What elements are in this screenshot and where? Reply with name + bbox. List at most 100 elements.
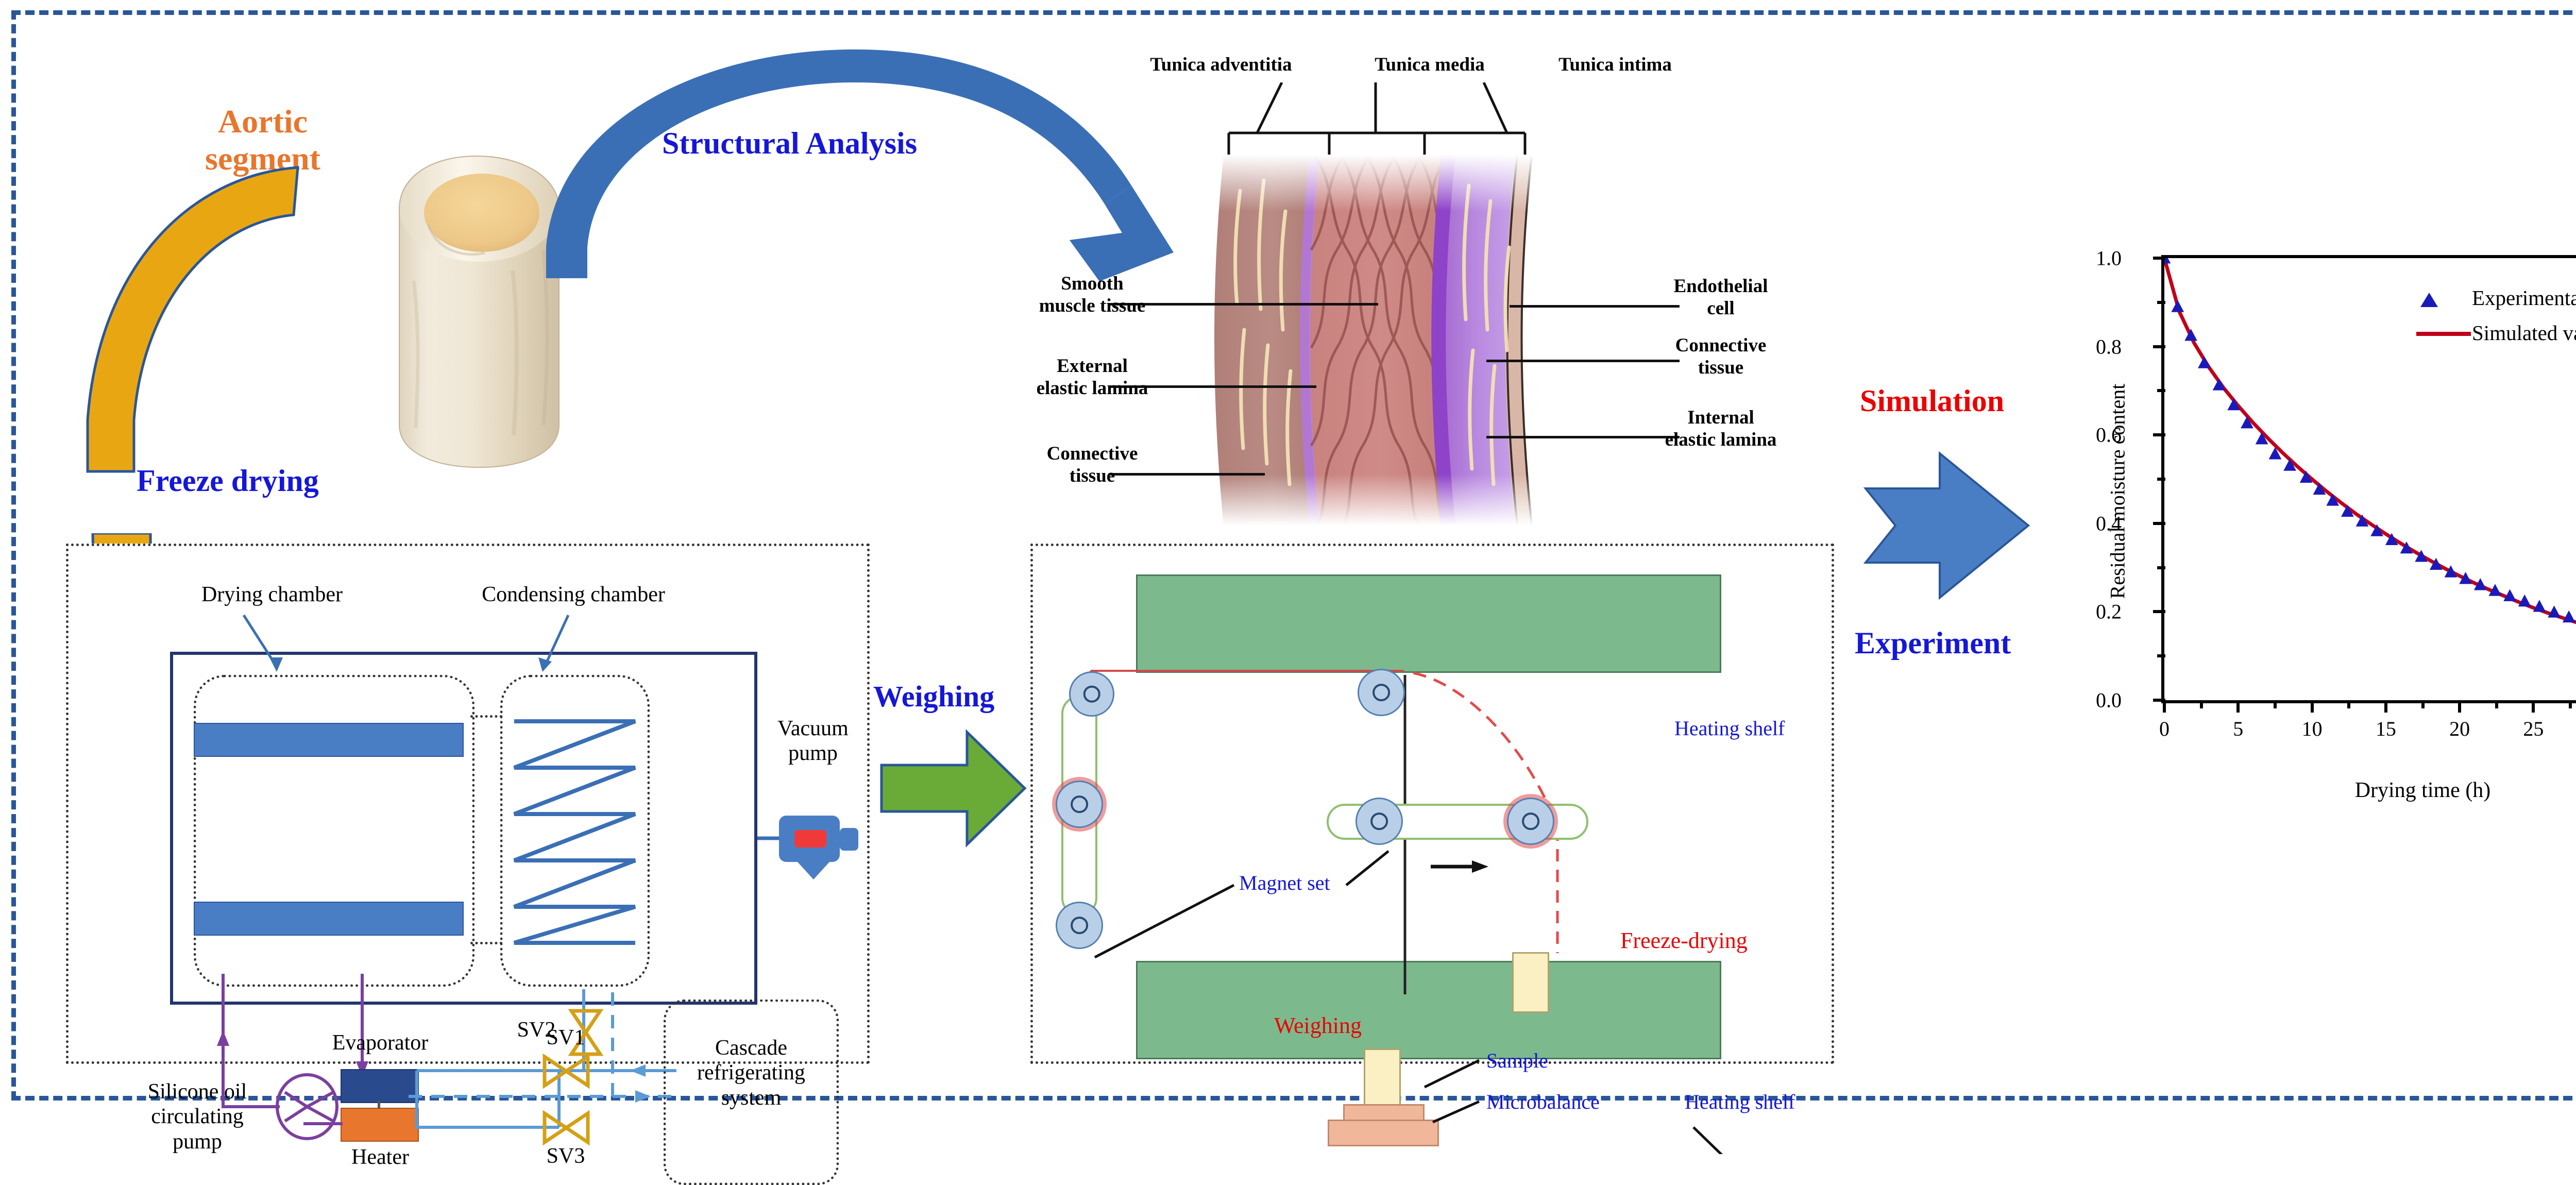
residual-moisture-chart: 0.00.20.40.60.81.005101520253035 Residua… — [2056, 216, 2576, 866]
chart-ytick-minor — [2157, 478, 2165, 481]
chart-ytick — [2153, 257, 2165, 260]
drying-chamber-pointer — [239, 612, 295, 679]
chart-ytick — [2153, 433, 2165, 437]
chart-y-axis-label: Residual moisture content — [2106, 383, 2129, 599]
valve-sv1-label: SV1 — [546, 1026, 585, 1049]
connective-tissue-right-leader — [1486, 360, 1680, 362]
heater-label: Heater — [351, 1145, 409, 1169]
condensing-chamber-pointer — [532, 612, 589, 679]
sample-freeze-drying-position — [1512, 952, 1549, 1013]
condensing-chamber-label: Condensing chamber — [482, 583, 665, 606]
poster-outer-frame — [11, 10, 2576, 1101]
magnet-set-label: Magnet set — [1239, 871, 1330, 894]
chart-ytick-label: 0.8 — [2096, 335, 2122, 359]
valve-sv3-label: SV3 — [546, 1144, 585, 1168]
weighing-flow-label: Weighing — [873, 680, 995, 713]
chart-canvas — [2164, 258, 2576, 624]
chart-xtick — [2532, 700, 2535, 713]
pulley-top-center — [1358, 669, 1405, 716]
weighing-apparatus-panel: Heating shelf Magnet set Freeze-drying W… — [1030, 544, 1834, 1163]
chart-plot-area — [2161, 255, 2576, 703]
drying-chamber-outline — [194, 675, 474, 987]
valve-sv2-icon — [568, 1009, 604, 1056]
chamber-connector-top — [470, 715, 502, 718]
weighing-state-label: Weighing — [1274, 1013, 1362, 1038]
tunica-intima-label: Tunica intima — [1558, 54, 1672, 75]
freeze-drying-state-label: Freeze-drying — [1620, 928, 1748, 953]
freeze-drying-arrow — [57, 131, 407, 595]
freeze-dryer-vessel-outline — [170, 652, 757, 1005]
aortic-segment-label: Aortic segment — [205, 103, 320, 177]
weighing-leaders — [1064, 720, 1785, 1163]
legend-label-experimental: Experimental value — [2472, 286, 2576, 310]
chart-legend: Experimental value Simulated value — [2411, 283, 2576, 356]
heating-shelf-top — [1136, 574, 1721, 673]
heating-shelf-top-label: Heating shelf — [1674, 717, 1785, 740]
freeze-drying-label: Freeze drying — [137, 464, 319, 498]
external-elastic-lamina-leader — [1110, 385, 1316, 388]
chamber-connector-bottom — [470, 942, 502, 944]
chart-xtick-label: 15 — [2375, 717, 2396, 740]
drying-chamber-label: Drying chamber — [201, 583, 343, 606]
chart-ytick — [2153, 610, 2165, 614]
chart-ytick-minor — [2157, 654, 2165, 658]
pump-outlet-pipe — [303, 1122, 343, 1125]
valve-sv3-icon — [543, 1110, 590, 1146]
tissue-bracket — [1226, 81, 1618, 160]
drying-shelf-lower — [194, 902, 464, 936]
cascade-refrigerating-system-label: Cascade refrigerating system — [697, 1036, 805, 1110]
heating-shelf-bottom-label: Heating shelf — [1685, 1090, 1795, 1113]
external-elastic-lamina-label: External elastic lamina — [1036, 356, 1148, 399]
chart-xtick-label: 0 — [2159, 717, 2170, 740]
chart-ytick-label: 1.0 — [2096, 246, 2122, 270]
chart-ytick — [2153, 521, 2165, 525]
condensing-chamber-outline — [500, 675, 650, 987]
chart-xtick-label: 25 — [2523, 717, 2544, 740]
legend-marker-experimental — [2420, 293, 2438, 307]
chart-xtick-minor — [2495, 700, 2498, 708]
chart-ytick-label: 0.0 — [2096, 688, 2122, 712]
simulation-experiment-arrow — [1862, 448, 2032, 603]
experiment-label: Experiment — [1855, 626, 2011, 660]
pulley-center-rail — [1355, 798, 1403, 845]
circulating-pump-icon — [274, 1073, 341, 1141]
vacuum-pump-label: Vacuum pump — [777, 717, 849, 766]
chart-ytick-label: 0.6 — [2096, 423, 2122, 447]
internal-elastic-lamina-leader — [1486, 436, 1680, 438]
simulation-label: Simulation — [1860, 384, 2005, 418]
chart-xtick — [2236, 700, 2240, 713]
chart-ytick — [2153, 699, 2165, 702]
structural-analysis-label: Structural Analysis — [662, 126, 918, 160]
freeze-dryer-panel: Drying chamber Condensing chamber Vacuum… — [66, 544, 870, 1185]
chart-xtick — [2458, 700, 2462, 713]
chart-ytick-minor — [2157, 300, 2165, 304]
evaporator-block — [341, 1069, 419, 1103]
chart-xtick-minor — [2347, 700, 2351, 708]
legend-marker-simulated — [2416, 332, 2471, 336]
internal-elastic-lamina-label: Internal elastic lamina — [1665, 407, 1777, 450]
chart-ytick-minor — [2157, 566, 2165, 569]
evaporator-label: Evaporator — [332, 1031, 429, 1055]
legend-label-simulated: Simulated value — [2472, 321, 2576, 345]
microbalance-label: Microbalance — [1486, 1090, 1600, 1113]
pulley-top-left — [1069, 671, 1114, 717]
sample-label: Sample — [1486, 1049, 1548, 1072]
aortic-segment-photo — [384, 147, 574, 477]
valve-sv2-label: SV2 — [517, 1018, 556, 1042]
chart-xtick-label: 5 — [2233, 717, 2244, 740]
heating-shelf-bottom — [1136, 961, 1721, 1059]
valve-sv1-icon — [543, 1053, 590, 1089]
weighing-flow-arrow — [878, 729, 1028, 848]
chart-xtick-minor — [2199, 700, 2203, 708]
chart-xtick — [2163, 700, 2166, 713]
structural-analysis-arrow — [495, 31, 1267, 319]
vacuum-pump-icon — [757, 801, 866, 886]
smooth-muscle-leader — [1110, 303, 1378, 306]
chart-xtick-minor — [2273, 700, 2277, 708]
smooth-muscle-tissue-label: Smooth muscle tissue — [1039, 273, 1146, 316]
chart-xtick — [2384, 700, 2387, 713]
chart-ytick-minor — [2157, 389, 2165, 393]
chart-ytick-label: 0.2 — [2096, 600, 2122, 623]
magnet-lower-left — [1056, 902, 1103, 949]
chart-ytick — [2153, 345, 2165, 348]
